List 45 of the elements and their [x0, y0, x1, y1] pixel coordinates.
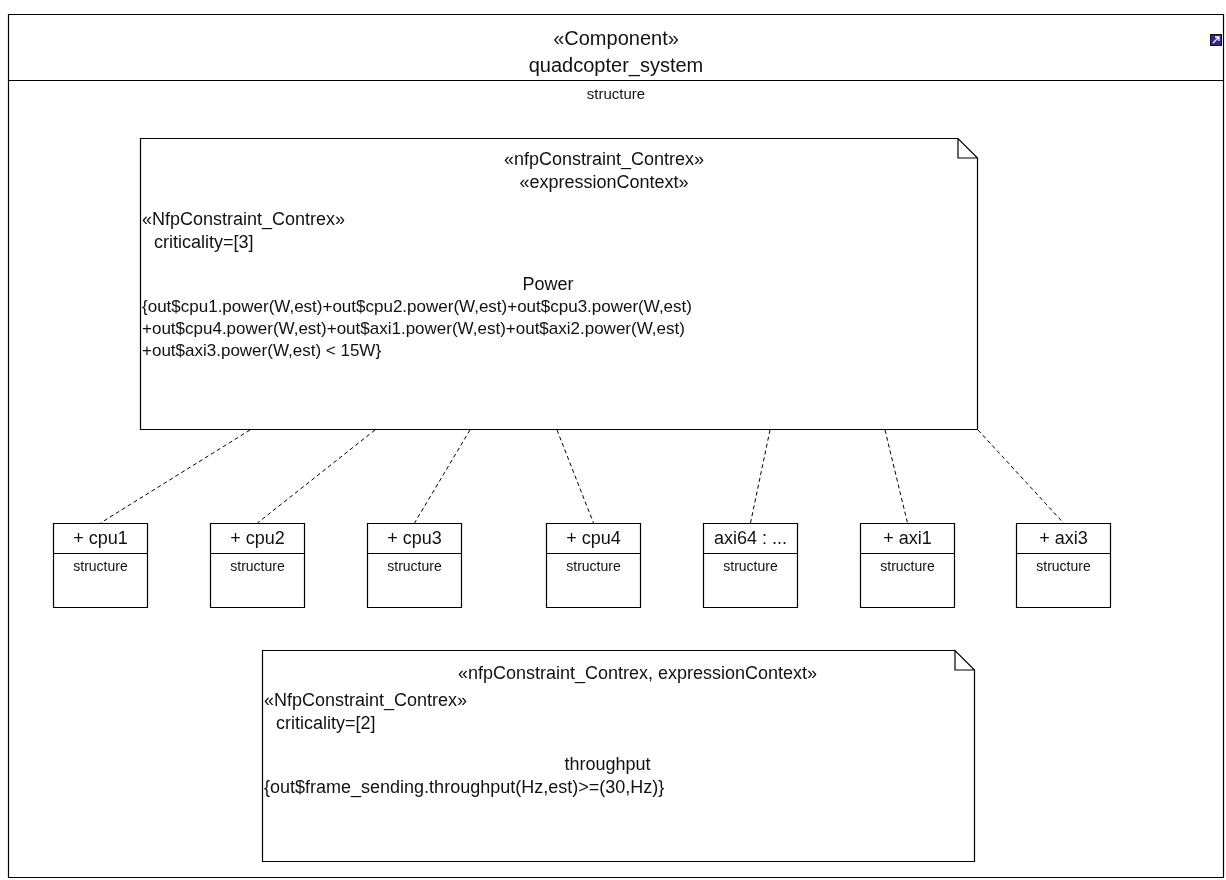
part-name: + cpu4 — [566, 527, 621, 550]
constraint-name: Power — [522, 273, 574, 296]
part-box — [1016, 523, 1111, 608]
compartment-label: structure — [73, 557, 128, 576]
compartment-label: structure — [387, 557, 442, 576]
part-box — [703, 523, 798, 608]
compartment-label: structure — [566, 557, 621, 576]
compartment-label: structure — [880, 557, 935, 576]
compartment-label: structure — [723, 557, 778, 576]
dependency-line — [257, 429, 376, 524]
stereotype-label: «nfpConstraint_Contrex, expressionContext» — [457, 662, 818, 685]
part-box — [546, 523, 641, 608]
dependency-line — [100, 429, 251, 524]
part-name: + axi3 — [1039, 527, 1088, 550]
dependency-line — [884, 429, 908, 524]
stereotype-label: «nfpConstraint_Contrex» — [503, 148, 705, 171]
component-name: quadcopter_system — [528, 53, 704, 78]
stereotype-label: «expressionContext» — [519, 171, 689, 194]
part-name: + axi1 — [883, 527, 932, 550]
component-frame — [8, 14, 1224, 878]
part-name: + cpu1 — [73, 527, 128, 550]
constraint-note — [262, 650, 975, 862]
stereotype-label: «NfpConstraint_Contrex» — [264, 689, 468, 712]
stereotype-label: «NfpConstraint_Contrex» — [142, 208, 346, 231]
part-box — [210, 523, 305, 608]
compartment-label: structure — [230, 557, 285, 576]
compartment-label: structure — [1036, 557, 1091, 576]
constraint-note — [140, 138, 978, 430]
dependency-line — [556, 429, 594, 524]
part-name: + cpu2 — [230, 527, 285, 550]
part-box — [860, 523, 955, 608]
dependency-line — [750, 429, 771, 524]
part-box — [367, 523, 462, 608]
part-name: axi64 : ... — [713, 527, 787, 550]
constraint-expression: {out$cpu1.power(W,est)+out$cpu2.power(W,est)+out$cpu3.power(W,est) +out$cpu4.power(W,est)+out$axi1.power(W,est)+out$axi2.power(W,est) +out$axi3.power(W,est) < 15W} — [142, 296, 693, 362]
dependency-line — [414, 429, 471, 524]
constraint-name: throughput — [564, 753, 651, 776]
dependency-line — [977, 429, 1064, 524]
stereotype-label: «Component» — [553, 26, 679, 51]
property-text: criticality=[3] — [153, 231, 254, 254]
part-box — [53, 523, 148, 608]
property-text: criticality=[2] — [275, 712, 376, 735]
constraint-expression: {out$frame_sending.throughput(Hz,est)>=(30,Hz)} — [264, 776, 665, 799]
compartment-label: structure — [586, 84, 646, 104]
part-name: + cpu3 — [387, 527, 442, 550]
